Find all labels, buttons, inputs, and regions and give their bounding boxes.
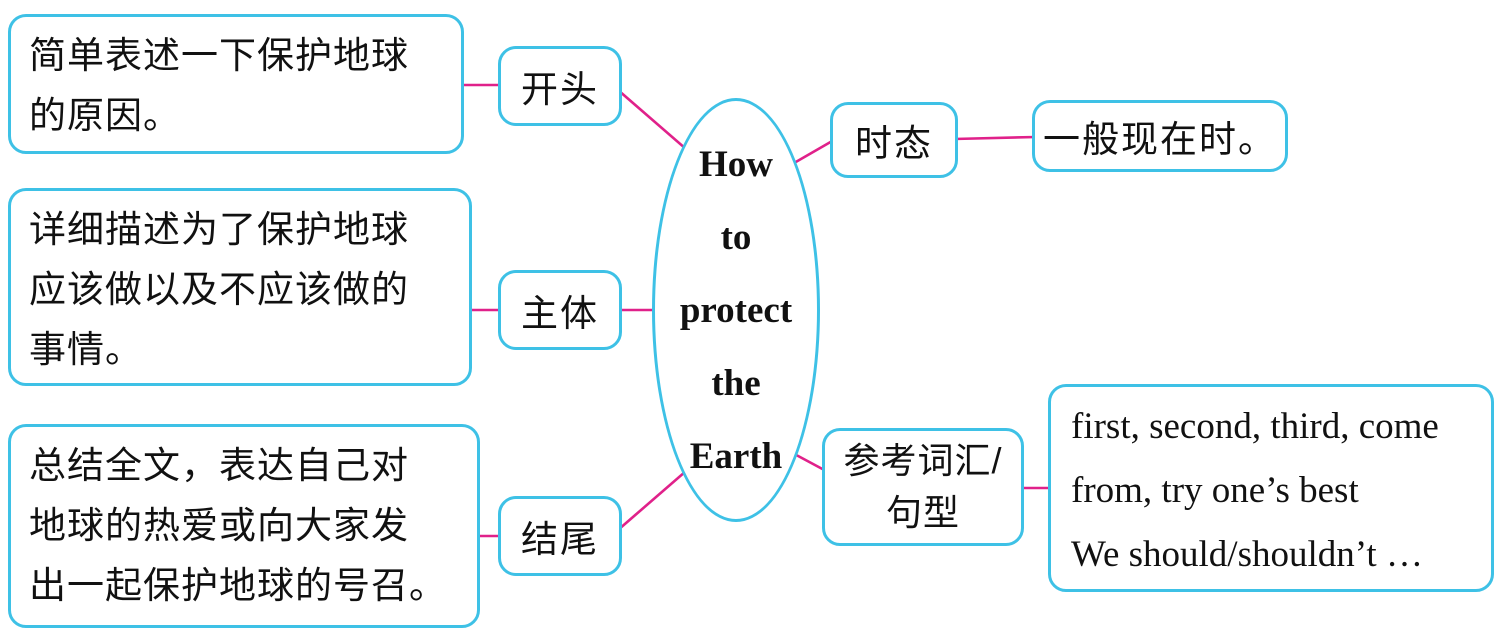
ending-detail-line-2: 地球的热爱或向大家发: [29, 505, 409, 546]
tense-label: 时态: [855, 123, 933, 164]
body-detail-line-3: 事情。: [29, 329, 143, 370]
central-topic-line-1: How: [699, 143, 773, 185]
tense-detail-node: 一般现在时。: [1032, 100, 1288, 172]
vocab-detail-node: first, second, third, come from, try one…: [1048, 384, 1494, 592]
central-topic-line-3: protect: [679, 289, 793, 331]
vocab-label-line-2: 句型: [885, 492, 960, 533]
body-label-node: 主体: [498, 270, 622, 350]
central-topic-line-2: to: [720, 216, 752, 258]
opening-detail-line-2: 的原因。: [29, 95, 181, 136]
body-detail-line-2: 应该做以及不应该做的: [29, 269, 409, 310]
vocab-detail-line-3: We should/shouldn’t …: [1071, 534, 1423, 575]
ending-detail-line-3: 出一起保护地球的号召。: [29, 565, 447, 606]
connector-tense-detail: [952, 135, 1038, 141]
central-topic-node: How to protect the Earth: [652, 98, 820, 522]
ending-detail-line-1: 总结全文，表达自己对: [29, 445, 409, 486]
vocab-detail-line-1: first, second, third, come: [1071, 406, 1439, 447]
body-label: 主体: [521, 293, 599, 334]
tense-label-node: 时态: [830, 102, 958, 178]
ending-label-node: 结尾: [498, 496, 622, 576]
vocab-detail-line-2: from, try one’s best: [1071, 470, 1359, 511]
opening-detail-line-1: 简单表述一下保护地球: [29, 35, 409, 76]
ending-label: 结尾: [521, 519, 599, 560]
vocab-label-line-1: 参考词汇/: [843, 440, 1003, 481]
central-topic-line-4: the: [711, 362, 761, 404]
ending-detail-node: 总结全文，表达自己对 地球的热爱或向大家发 出一起保护地球的号召。: [8, 424, 480, 628]
central-topic-line-5: Earth: [689, 435, 783, 477]
opening-label: 开头: [521, 69, 599, 110]
body-detail-node: 详细描述为了保护地球 应该做以及不应该做的 事情。: [8, 188, 472, 386]
opening-detail-node: 简单表述一下保护地球 的原因。: [8, 14, 464, 154]
body-detail-line-1: 详细描述为了保护地球: [29, 209, 409, 250]
vocab-label-node: 参考词汇/ 句型: [822, 428, 1024, 546]
opening-label-node: 开头: [498, 46, 622, 126]
tense-detail-line-1: 一般现在时。: [1043, 119, 1277, 160]
